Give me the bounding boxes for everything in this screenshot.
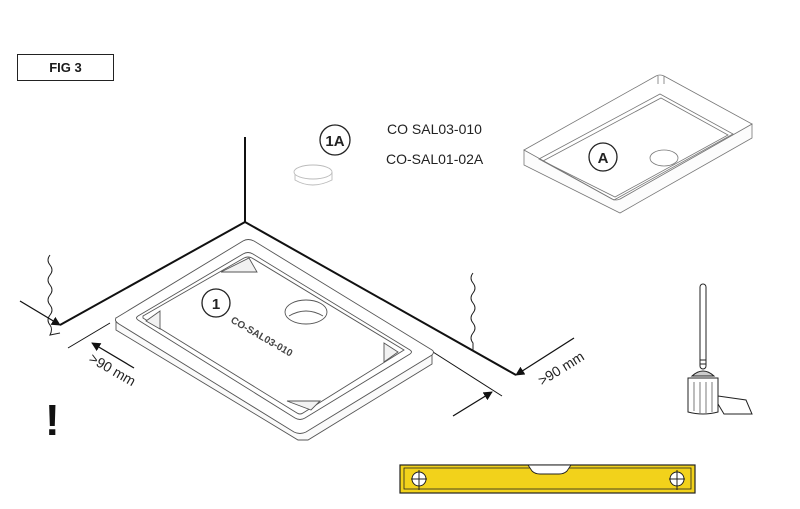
shower-tray-a <box>523 74 753 214</box>
right-wall-break-icon <box>470 272 476 351</box>
right-clearance-label: >90 mm <box>535 348 587 389</box>
part-code-tray: CO SAL03-010 <box>387 121 482 137</box>
part-code-tray-a: CO-SAL01-02A <box>386 151 484 167</box>
left-wall-break-icon <box>47 254 61 336</box>
callout-1: 1 <box>201 288 231 318</box>
broom-and-dustpan-icon <box>687 283 753 415</box>
shower-tray-1 <box>114 239 434 441</box>
right-clearance-dimension <box>432 337 575 417</box>
room-corner <box>59 137 517 376</box>
left-clearance-dimension <box>19 300 135 369</box>
plug-1a <box>293 164 333 186</box>
warning-exclamation-icon: ! <box>45 396 60 445</box>
callout-1a-label: 1A <box>325 133 344 150</box>
callout-a-label: A <box>598 150 609 167</box>
callout-1-label: 1 <box>212 296 220 313</box>
spirit-level-icon <box>399 464 696 494</box>
callout-a: A <box>588 142 618 172</box>
callout-1a: 1A <box>319 124 351 156</box>
figure-label: FIG 3 <box>17 54 114 81</box>
